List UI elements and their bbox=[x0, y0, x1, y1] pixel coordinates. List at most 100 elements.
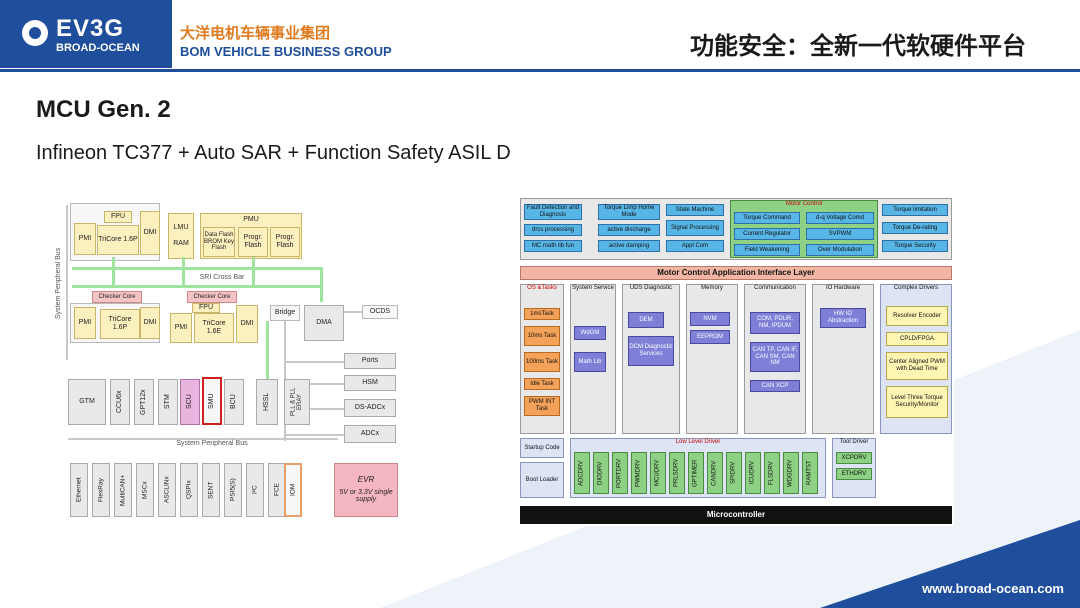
periph-sent: SENT bbox=[202, 463, 220, 517]
drv-xcp: XCPDRV bbox=[836, 452, 872, 464]
hardware-block-diagram: System Peripheral Bus FPU PMI TriCore 1.… bbox=[52, 195, 412, 525]
drv-port: PORTDRV bbox=[612, 452, 628, 494]
sw-dcm: DCM Diagnostic Services bbox=[628, 336, 674, 366]
sri-crossbar-label: SRI Cross Bar bbox=[199, 274, 245, 282]
gpt12x: GPT12x bbox=[134, 379, 154, 425]
logo-text: EV3G bbox=[56, 15, 125, 42]
hsm: HSM bbox=[344, 375, 396, 391]
evr-label: EVR bbox=[357, 474, 375, 484]
sw-level-three: Level Three Torque Security/Monitor bbox=[886, 386, 948, 418]
dsadc-link bbox=[284, 408, 344, 410]
sw-state-machine: State Machine bbox=[666, 204, 724, 216]
sw-center-aligned: Center Aligned PWM with Dead Time bbox=[886, 352, 948, 380]
pmi-2: PMI bbox=[74, 307, 96, 339]
ram-label: RAM bbox=[173, 240, 189, 247]
sw-torque-command: Torque Command bbox=[734, 212, 800, 224]
bus-line-left bbox=[66, 205, 68, 360]
data-flash: Data Flash BROM Key Flash bbox=[203, 227, 235, 257]
sw-torque-limp: Torque Limp Home Mode bbox=[598, 204, 660, 220]
sw-torque-security: Torque Security bbox=[882, 240, 948, 252]
footer-url[interactable]: www.broad-ocean.com bbox=[922, 581, 1064, 596]
ports: Ports bbox=[344, 353, 396, 369]
drv-dio: DIODRV bbox=[593, 452, 609, 494]
drv-adc: ADCDRV bbox=[574, 452, 590, 494]
sw-torque-limitation: Torque limitation bbox=[882, 204, 948, 216]
sw-hw-io: HW IO Abstraction bbox=[820, 308, 866, 328]
drv-mcu: MCUDRV bbox=[650, 452, 666, 494]
fpu-1: FPU bbox=[104, 211, 132, 223]
sw-eeprom: EEPROM bbox=[690, 330, 730, 344]
sw-active-discharge: active discharge bbox=[598, 224, 660, 236]
periph-qspix: QSPIx bbox=[180, 463, 198, 517]
sw-fault-detection: Fault Detection and Diagnosis bbox=[524, 204, 582, 220]
sw-boot-loader: Boot Loader bbox=[520, 462, 564, 498]
sw-task-idle: Idle Task bbox=[524, 378, 560, 390]
sw-task-100ms: 100ms Task bbox=[524, 352, 560, 372]
sw-can-xcp: CAN XCP bbox=[750, 380, 800, 392]
sw-startup-code: Startup Code bbox=[520, 438, 564, 458]
sw-svpwm: SVPWM bbox=[806, 228, 874, 240]
bottom-bus-label: System Peripheral Bus bbox=[176, 440, 248, 448]
adc-link bbox=[284, 434, 344, 436]
dma: DMA bbox=[304, 305, 344, 341]
sw-io-hardware: IO Hardware bbox=[812, 284, 874, 434]
drv-wdg: WDGDRV bbox=[783, 452, 799, 494]
lmu-block: LMU RAM bbox=[168, 213, 194, 259]
periph-multican: MultiCAN+ bbox=[114, 463, 132, 517]
drv-gptimer: GPTIMER bbox=[688, 452, 704, 494]
sw-memory: Memory bbox=[686, 284, 738, 434]
hssl: HSSL bbox=[256, 379, 278, 425]
section-heading: MCU Gen. 2 bbox=[36, 96, 171, 123]
ccu6x: CCU6x bbox=[110, 379, 130, 425]
periph-flexray: FlexRay bbox=[92, 463, 110, 517]
checker-core-1: Checker Core bbox=[92, 291, 142, 303]
sw-mc-math: MC math lib fun bbox=[524, 240, 582, 252]
sw-field-weakening: Field Weakening bbox=[734, 244, 800, 256]
smu: SMU bbox=[202, 377, 222, 425]
sw-appl-com: Appl Com bbox=[666, 240, 724, 252]
lmu-label: LMU bbox=[173, 224, 189, 232]
drv-prls: PRLSDRV bbox=[669, 452, 685, 494]
sw-can-tp: CAN TP, CAN IF, CAN SM, CAN NM bbox=[750, 342, 800, 372]
tricore-1: TriCore 1.6P bbox=[97, 225, 139, 255]
group-name-en: BOM VEHICLE BUSINESS GROUP bbox=[180, 44, 392, 59]
gtm: GTM bbox=[68, 379, 106, 425]
group-name-cn: 大洋电机车辆事业集团 bbox=[180, 24, 331, 42]
sw-task-pwm: PWM INT Task bbox=[524, 396, 560, 416]
periph-asclinx: ASCLINx bbox=[158, 463, 176, 517]
drv-pwm: PWMDRV bbox=[631, 452, 647, 494]
adc: ADCx bbox=[344, 425, 396, 443]
program-flash-2: Progr. Flash bbox=[270, 227, 300, 257]
sw-task-1ms: 1msTask bbox=[524, 308, 560, 320]
drv-icu: ICUDRV bbox=[745, 452, 761, 494]
tricore-3: TriCore 1.6E bbox=[194, 313, 234, 343]
ports-link bbox=[284, 361, 344, 363]
stm: STM bbox=[158, 379, 178, 425]
sri-crossbar-line-2 bbox=[72, 285, 322, 288]
scu: SCU bbox=[180, 379, 200, 425]
drv-eth: ETHDRV bbox=[836, 468, 872, 480]
periph-ethernet: Ethernet bbox=[70, 463, 88, 517]
periph-i2c: I²C bbox=[246, 463, 264, 517]
sw-wdgm: WdGM bbox=[574, 326, 606, 340]
sw-nvm: NVM bbox=[690, 312, 730, 326]
ocds: OCDS bbox=[362, 305, 398, 319]
header-divider bbox=[0, 69, 1080, 72]
section-subheading: Infineon TC377 + Auto SAR + Function Saf… bbox=[36, 142, 511, 164]
periph-mscx: MSCx bbox=[136, 463, 154, 517]
fpu-2: FPU bbox=[192, 303, 220, 313]
ds-adc: DS-ADCx bbox=[344, 399, 396, 417]
drv-fls: FLSDRV bbox=[764, 452, 780, 494]
sw-drcs: drcs processing bbox=[524, 224, 582, 236]
bcu: BCU bbox=[224, 379, 244, 425]
sw-torque-derating: Torque De-rating bbox=[882, 222, 948, 234]
pmi-3: PMI bbox=[170, 313, 192, 343]
tricore-2: TriCore 1.6P bbox=[100, 309, 140, 339]
sri-crossbar-line-1 bbox=[72, 267, 322, 270]
dma-ocds-link bbox=[344, 311, 362, 313]
sw-active-damping: active damping bbox=[598, 240, 660, 252]
sw-com-pdur: COM, PDUR, NM, IPDUM bbox=[750, 312, 800, 334]
link-3 bbox=[252, 257, 255, 287]
evr-block: EVR 5V or 3.3V single supply bbox=[334, 463, 398, 517]
sw-mc-interface-layer: Motor Control Application Interface Laye… bbox=[520, 266, 952, 280]
